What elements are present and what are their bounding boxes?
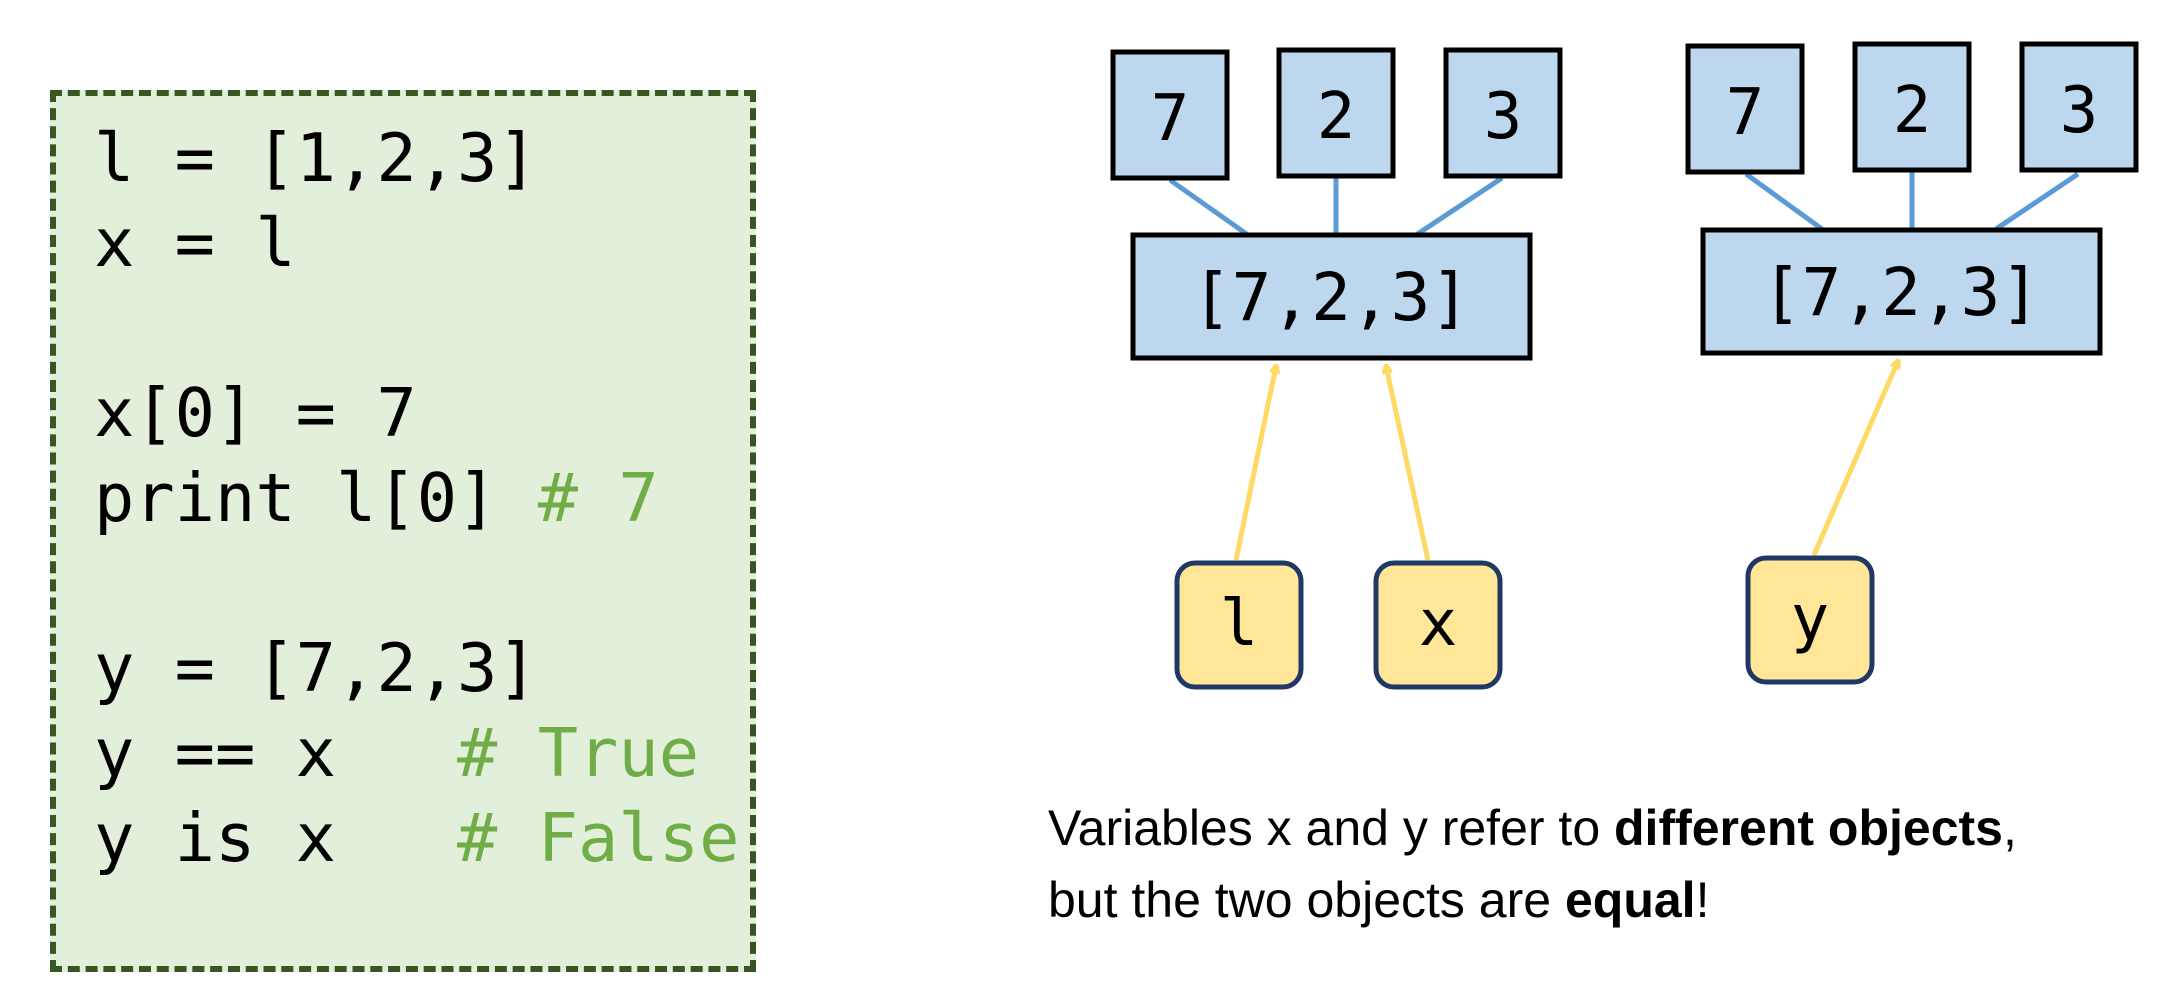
connectors-right [1744, 171, 2080, 232]
element-label: 7 [1151, 82, 1190, 156]
code-line: x[0] = 7 [94, 374, 417, 452]
element-box: 7 [1110, 49, 1230, 181]
code-panel: l = [1,2,3] x = l x[0] = 7 print l[0] # … [50, 90, 756, 972]
list-box-right: [7,2,3] [1700, 227, 2103, 356]
element-box: 2 [1852, 41, 1972, 173]
variable-label: x [1419, 587, 1458, 661]
connectors-left [1168, 175, 1504, 238]
element-label: 3 [2060, 74, 2099, 148]
variable-label: y [1791, 582, 1830, 656]
code-comment: # False [457, 799, 740, 877]
element-box: 3 [1443, 47, 1563, 179]
element-box: 3 [2019, 41, 2139, 173]
element-label: 7 [1726, 76, 1765, 150]
element-label: 2 [1893, 74, 1932, 148]
code-line: y = [7,2,3] [94, 629, 538, 707]
variable-box-y: y [1745, 555, 1875, 685]
variable-label: l [1220, 587, 1259, 661]
list-label: [7,2,3] [1192, 259, 1470, 336]
code-line: y == x # True [94, 714, 700, 792]
code-line: x = l [94, 204, 296, 282]
code-line: y is x # False [94, 799, 740, 877]
element-box: 7 [1685, 43, 1805, 175]
element-label: 3 [1484, 80, 1523, 154]
code-comment: # True [457, 714, 700, 792]
code-line: print l[0] # 7 [94, 459, 659, 537]
element-box: 2 [1276, 47, 1396, 179]
list-box-left: [7,2,3] [1130, 232, 1533, 361]
code-line: l = [1,2,3] [94, 119, 538, 197]
caption-emphasis: different objects [1614, 800, 2003, 856]
list-label: [7,2,3] [1762, 254, 2040, 331]
reference-arrows [1233, 361, 1898, 561]
variable-box-x: x [1373, 560, 1503, 690]
caption: Variables x and y refer to different obj… [1048, 800, 2017, 928]
caption-emphasis: equal [1564, 872, 1696, 928]
variable-box-l: l [1174, 560, 1304, 690]
element-label: 2 [1317, 80, 1356, 154]
code-comment: # 7 [537, 459, 659, 537]
